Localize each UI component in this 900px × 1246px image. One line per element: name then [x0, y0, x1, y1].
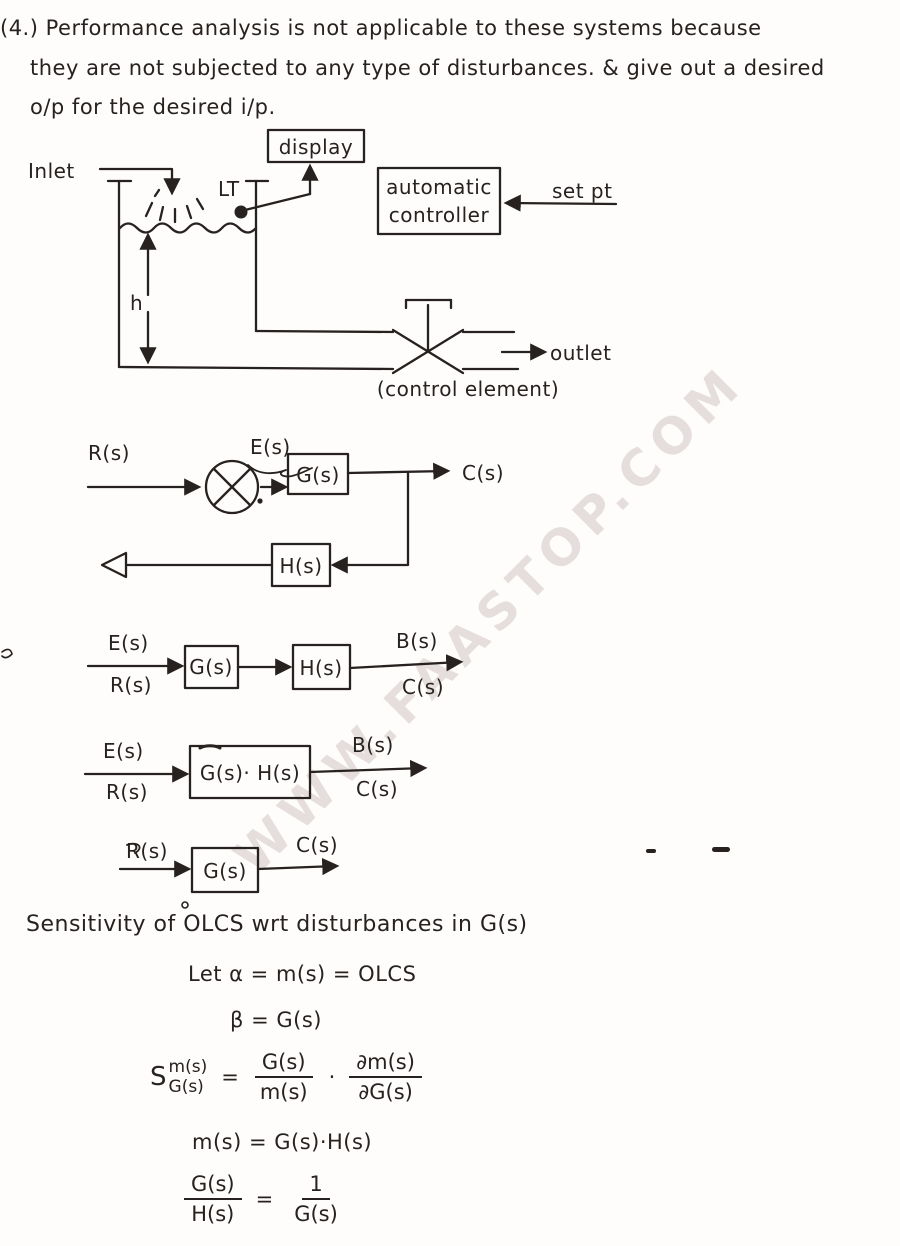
- sensitivity-heading: Sensitivity of OLCS wrt disturbances in …: [26, 912, 528, 937]
- out-bottom-label: C(s): [356, 777, 398, 801]
- r-overwrite-scribble: [126, 842, 141, 854]
- lt-label: LT: [218, 177, 240, 201]
- frac3-denominator: H(s): [191, 1202, 235, 1227]
- m-definition-line: m(s) = G(s)·H(s): [192, 1130, 373, 1154]
- fraction-g-over-m: G(s) m(s): [253, 1050, 315, 1104]
- outlet-label: outlet: [550, 341, 611, 365]
- combined-diagram: E(s) R(s) G(s)· H(s) B(s) C(s): [83, 733, 428, 804]
- small-circle-mark: [181, 901, 189, 909]
- out-top-label: B(s): [396, 629, 438, 653]
- tank-level-diagram: Inlet h LT display automati: [28, 128, 618, 401]
- output-arrow: [346, 462, 451, 480]
- upper-pipe: [254, 329, 395, 334]
- setpoint-arrow: [503, 194, 618, 212]
- frac4-denominator: G(s): [294, 1202, 338, 1227]
- in-bottom-label: R(s): [106, 780, 148, 804]
- water-surface-wave: [118, 222, 258, 234]
- controller-label-2: controller: [389, 203, 490, 227]
- r-label: R(s): [88, 441, 130, 465]
- fraction-g-over-h: G(s) H(s): [184, 1172, 242, 1226]
- question-text-1: Performance analysis is not applicable t…: [45, 16, 762, 40]
- height-label: h: [130, 291, 143, 315]
- open-arrowhead: [100, 551, 128, 579]
- beta-line: β = G(s): [230, 1008, 322, 1032]
- final-equation: G(s) H(s) = 1 G(s): [184, 1172, 345, 1226]
- in-top-label: E(s): [108, 631, 149, 655]
- s-term: S m(s) G(s): [150, 1057, 207, 1098]
- series-diagram: E(s) R(s) G(s) H(s) B(s) C(s): [1, 629, 464, 699]
- lt-sensor-dot: [234, 205, 248, 219]
- fraction-one-over-g: 1 G(s): [287, 1172, 345, 1226]
- equals-sign-2: =: [255, 1187, 274, 1212]
- summing-junction: [204, 459, 260, 515]
- s-subscript: G(s): [168, 1077, 204, 1098]
- output-arrow: [256, 857, 340, 876]
- question-line-2: they are not subjected to any type of di…: [30, 56, 825, 80]
- g-label: G(s): [189, 655, 233, 679]
- sensitivity-equation: S m(s) G(s) = G(s) m(s) · ∂m(s) ∂G(s): [150, 1050, 422, 1104]
- output-label: C(s): [296, 833, 338, 857]
- c-label: C(s): [462, 461, 504, 485]
- input-label: R(s): [126, 839, 168, 863]
- e-scribble: [247, 464, 313, 478]
- in-top-label: E(s): [103, 739, 144, 763]
- open-loop-diagram: R(s) G(s) C(s): [118, 833, 730, 909]
- box-scribble: [198, 744, 222, 750]
- output-arrow: [348, 654, 464, 672]
- h-label: H(s): [299, 656, 342, 680]
- out-top-label: B(s): [352, 733, 394, 757]
- controller-label-1: automatic: [386, 175, 492, 199]
- in-bottom-label: R(s): [110, 673, 152, 697]
- fraction-dm-over-dg: ∂m(s) ∂G(s): [349, 1050, 422, 1104]
- control-element-label: (control element): [377, 377, 559, 401]
- g-label: G(s): [296, 463, 340, 487]
- lt-to-display-link: [243, 192, 312, 212]
- frac3-numerator: G(s): [184, 1172, 242, 1201]
- frac2-denominator: ∂G(s): [358, 1080, 413, 1105]
- question-line-1: (4.) Performance analysis is not applica…: [0, 16, 762, 40]
- frac2-numerator: ∂m(s): [349, 1050, 422, 1079]
- setpoint-label: set pt: [552, 179, 612, 203]
- g-label: G(s): [203, 859, 247, 883]
- out-bottom-label: C(s): [402, 675, 444, 699]
- frac1-numerator: G(s): [254, 1050, 313, 1079]
- question-number: (4.): [0, 16, 39, 40]
- s-letter: S: [150, 1062, 167, 1093]
- s-superscript: m(s): [168, 1056, 208, 1077]
- e-label: E(s): [250, 435, 291, 459]
- frac4-numerator: 1: [302, 1172, 330, 1201]
- display-box: [266, 128, 366, 164]
- closed-loop-diagram: R(s) E(s) G(s) C(s) H(s): [86, 435, 504, 588]
- question-line-3: o/p for the desired i/p.: [30, 95, 276, 119]
- valve-icon: [391, 298, 465, 375]
- output-arrow: [308, 759, 428, 778]
- inlet-label: Inlet: [28, 159, 75, 183]
- let-line: Let α = m(s) = OLCS: [188, 962, 417, 986]
- controller-box: [376, 166, 502, 236]
- equals-sign: =: [221, 1065, 239, 1090]
- frac1-denominator: m(s): [259, 1080, 308, 1105]
- multiply-dot: ·: [328, 1065, 336, 1090]
- ink-dot: [257, 498, 263, 504]
- display-label: display: [279, 135, 354, 159]
- tank-bottom-pipe: [117, 365, 395, 371]
- gh-label: G(s)· H(s): [200, 761, 300, 785]
- ink-smudge-2: [712, 847, 730, 852]
- inlet-pipe-arrow: [98, 167, 181, 196]
- inlet-spray: [144, 188, 205, 224]
- feedback-branch: [330, 470, 410, 574]
- h-label: H(s): [279, 554, 322, 578]
- margin-squiggle: [1, 648, 13, 659]
- ink-smudge-1: [646, 849, 656, 853]
